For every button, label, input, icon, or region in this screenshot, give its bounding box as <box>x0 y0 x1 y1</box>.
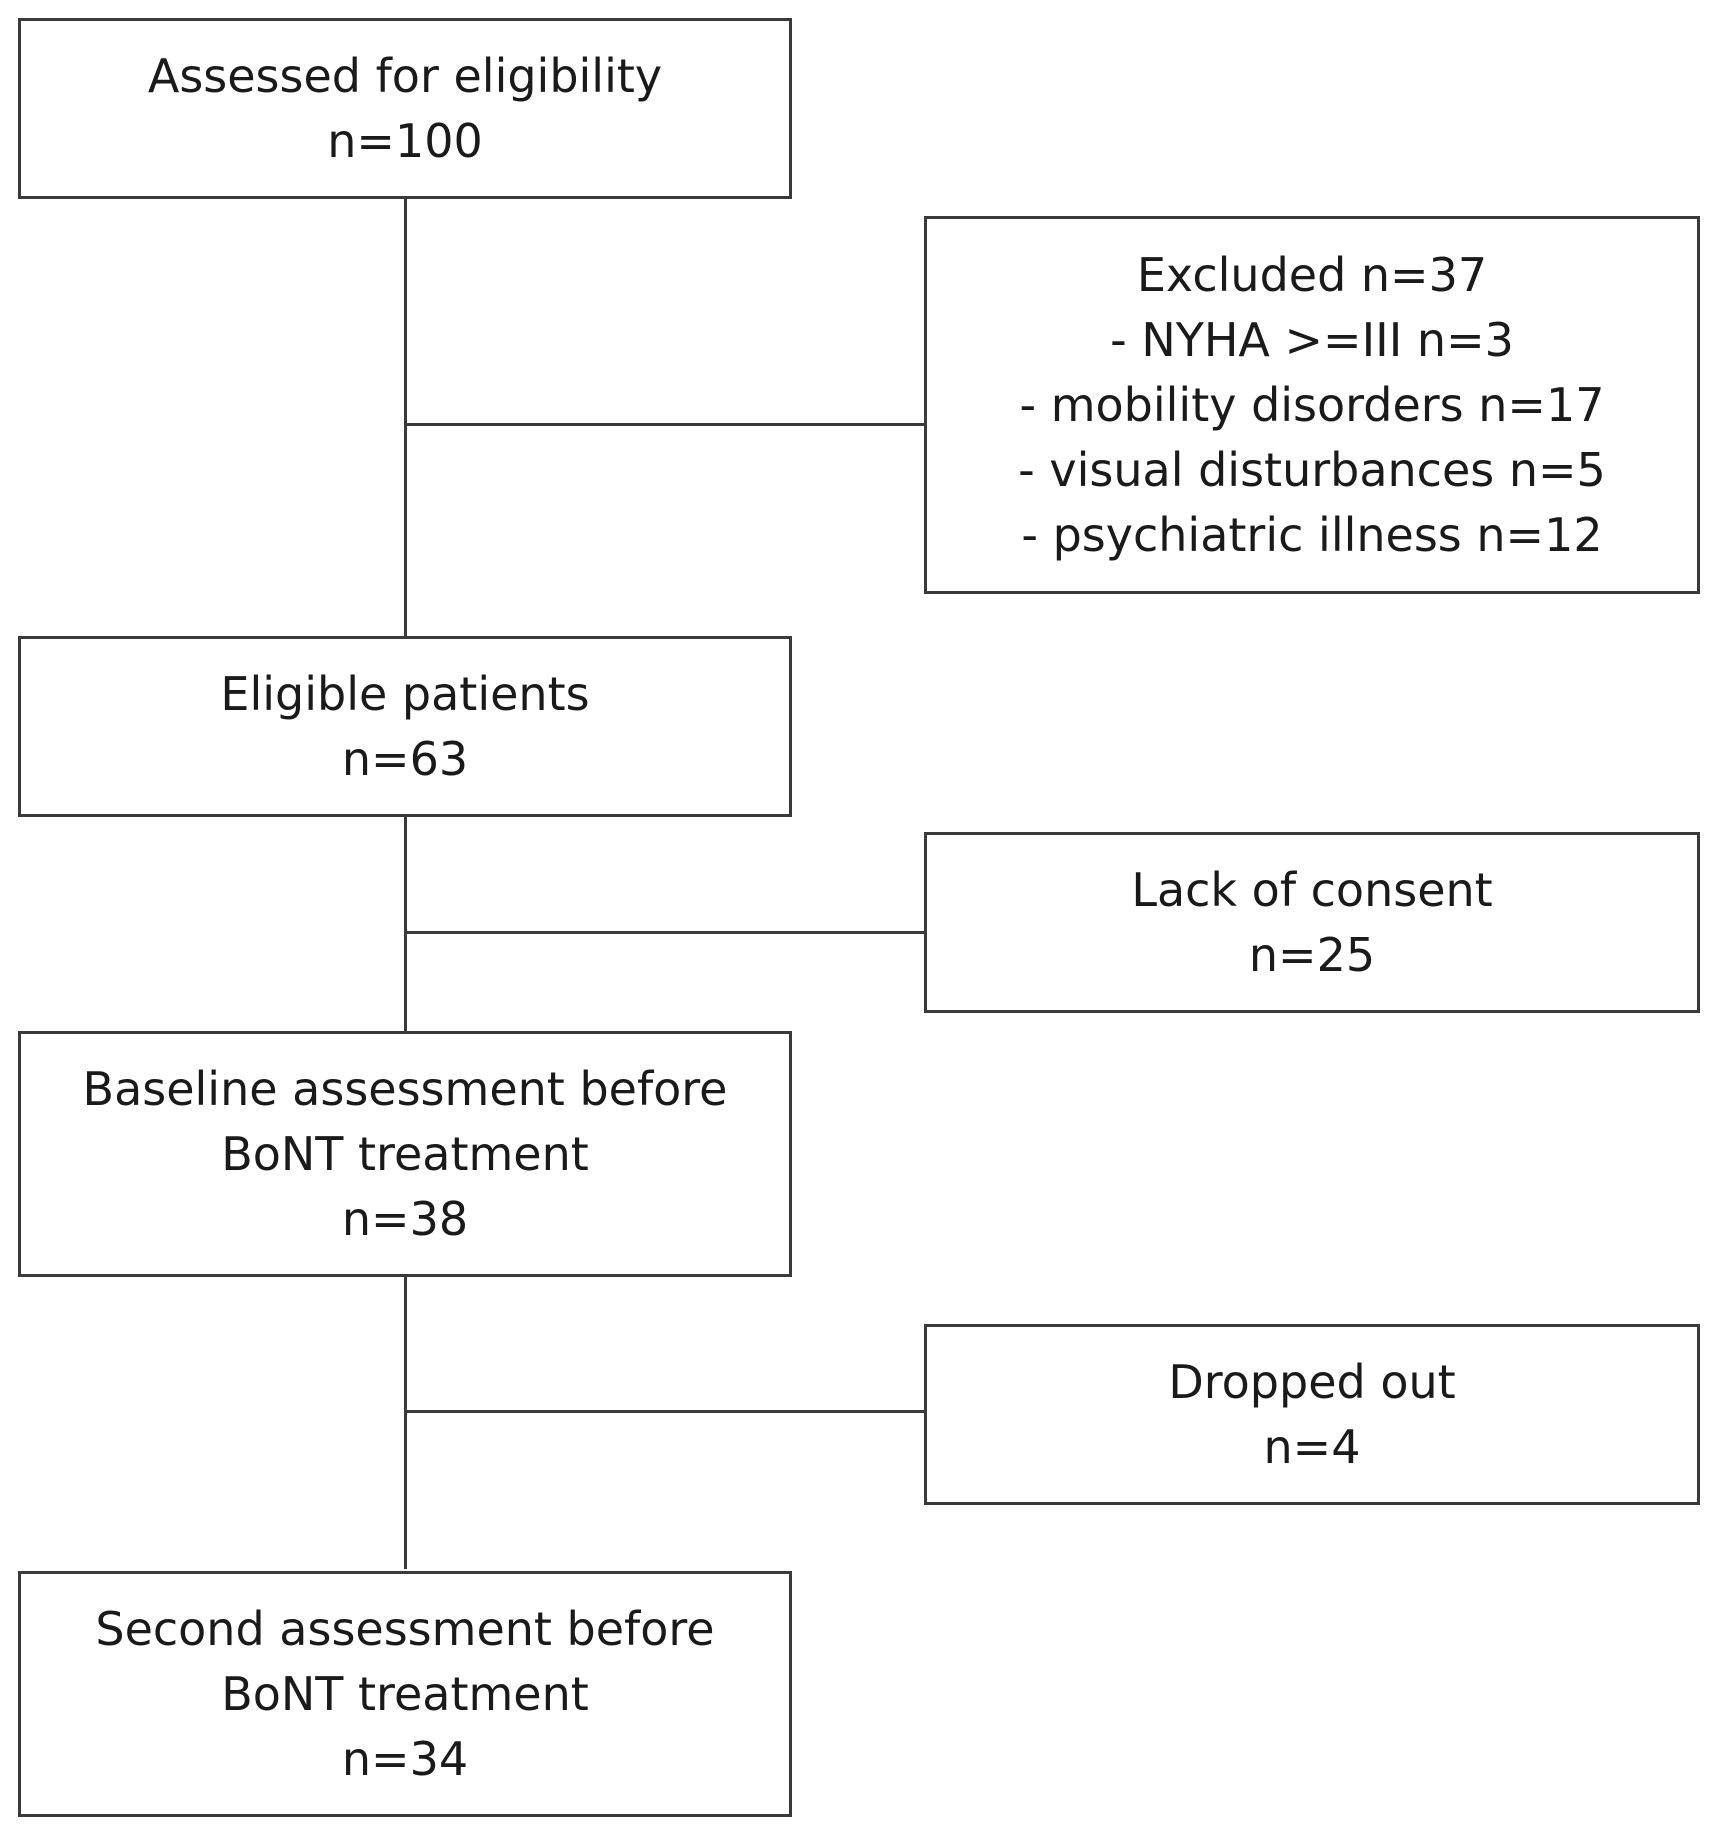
no-consent-box: Lack of consent n=25 <box>924 832 1700 1013</box>
baseline-title-line1: Baseline assessment before <box>82 1061 728 1116</box>
baseline-box: Baseline assessment before BoNT treatmen… <box>18 1031 792 1277</box>
assessed-title: Assessed for eligibility <box>147 48 663 103</box>
assessed-count: n=100 <box>327 113 483 168</box>
dropped-count: n=4 <box>1263 1419 1361 1474</box>
excluded-reason: - psychiatric illness n=12 <box>1021 507 1603 562</box>
dropped-title: Dropped out <box>1168 1354 1456 1409</box>
excluded-reason: - NYHA >=III n=3 <box>1110 312 1514 367</box>
dropped-box: Dropped out n=4 <box>924 1324 1700 1505</box>
baseline-count: n=38 <box>341 1191 469 1246</box>
consent-branch-line <box>404 931 925 934</box>
second-count: n=34 <box>341 1731 469 1786</box>
excluded-reason: - mobility disorders n=17 <box>1019 377 1605 432</box>
baseline-title-line2: BoNT treatment <box>221 1126 589 1181</box>
second-title-line1: Second assessment before <box>95 1601 715 1656</box>
eligible-title: Eligible patients <box>220 666 590 721</box>
excluded-reason: - visual disturbances n=5 <box>1018 442 1606 497</box>
dropout-branch-line <box>404 1410 925 1413</box>
main-flow-line <box>404 197 407 1569</box>
eligible-count: n=63 <box>341 731 469 786</box>
second-assessment-box: Second assessment before BoNT treatment … <box>18 1571 792 1817</box>
no-consent-title: Lack of consent <box>1131 862 1493 917</box>
no-consent-count: n=25 <box>1248 927 1376 982</box>
excluded-title: Excluded n=37 <box>1136 247 1488 302</box>
excluded-box: Excluded n=37 - NYHA >=III n=3 - mobilit… <box>924 216 1700 594</box>
second-title-line2: BoNT treatment <box>221 1666 589 1721</box>
eligible-box: Eligible patients n=63 <box>18 636 792 817</box>
assessed-box: Assessed for eligibility n=100 <box>18 18 792 199</box>
exclusion-branch-line <box>404 423 925 426</box>
